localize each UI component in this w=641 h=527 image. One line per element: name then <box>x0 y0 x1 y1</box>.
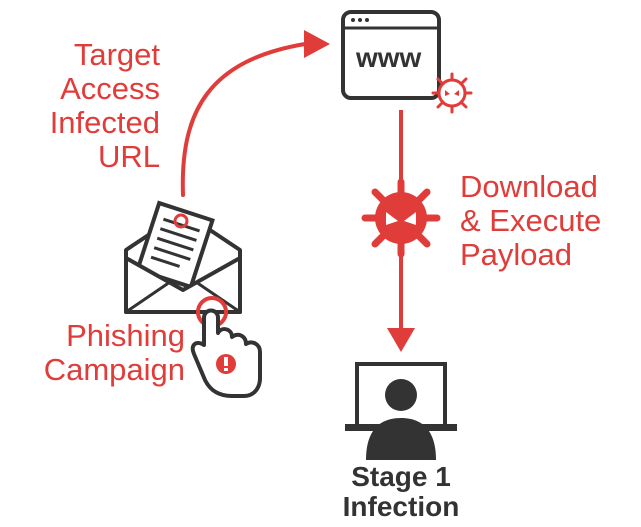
infected-line: Infected <box>49 105 160 140</box>
stage-line: Stage 1 <box>351 461 451 492</box>
phishing-campaign-label: Phishing Campaign <box>44 320 185 385</box>
link-hook <box>173 213 189 229</box>
malware-bug-icon <box>431 72 473 114</box>
malware-bug-icon <box>361 178 441 258</box>
url-line: URL <box>97 139 160 174</box>
target-access-label: Target Access Infected URL <box>50 39 160 172</box>
access-line: Access <box>60 71 160 106</box>
pointing-hand-icon <box>190 296 262 398</box>
download-execute-label: Download & Execute Payload <box>460 171 601 270</box>
infection-line: Infection <box>342 491 460 522</box>
phishing-line: Phishing <box>66 318 185 353</box>
browser-www-label: www <box>356 42 422 73</box>
execute-line: & Execute <box>460 203 602 238</box>
payload-line: Payload <box>460 237 573 272</box>
target-line: Target <box>73 37 160 72</box>
download-line: Download <box>460 169 598 204</box>
browser-window-icon <box>341 10 441 100</box>
curved-arrow <box>180 30 330 197</box>
user-at-computer-icon <box>345 362 457 460</box>
campaign-line: Campaign <box>43 352 185 387</box>
alert-icon <box>216 354 236 374</box>
stage-infection-label: Stage 1 Infection <box>321 463 481 521</box>
